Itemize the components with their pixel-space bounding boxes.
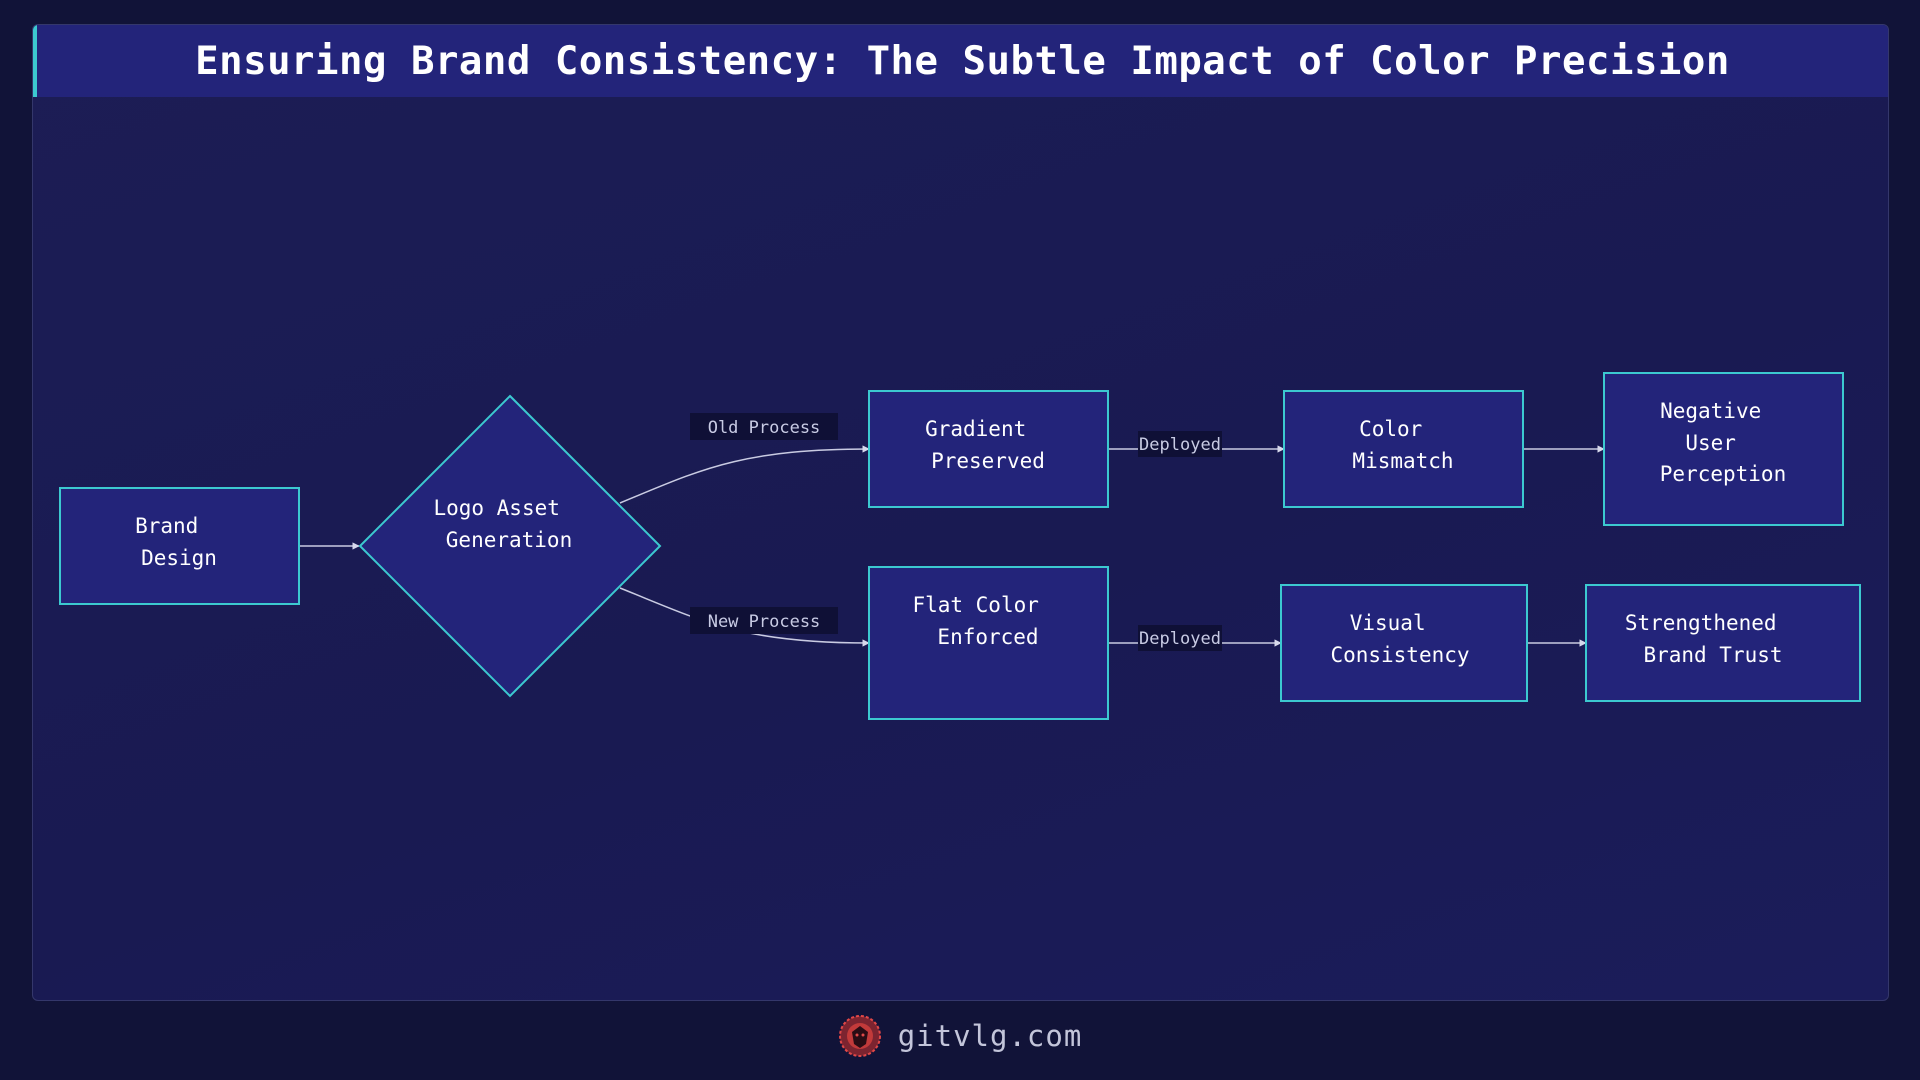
diagram-panel: Ensuring Brand Consistency: The Subtle I… bbox=[32, 24, 1889, 1001]
edge-old-process bbox=[619, 445, 870, 504]
node-trust-label: Strengthened Brand Trust bbox=[1625, 611, 1789, 667]
edge-label-deployed-top: Deployed bbox=[1138, 431, 1222, 457]
node-gradient-preserved bbox=[868, 390, 1109, 508]
page-title: Ensuring Brand Consistency: The Subtle I… bbox=[195, 38, 1730, 84]
node-gradient-label: Gradient Preserved bbox=[925, 417, 1045, 473]
node-negative-user-perception bbox=[1603, 372, 1844, 526]
node-negative-label: Negative User Perception bbox=[1660, 399, 1786, 486]
edge-label-old-process: Old Process bbox=[690, 413, 838, 440]
node-strengthened-brand-trust bbox=[1585, 584, 1861, 702]
node-logo-asset-label: Logo Asset Generation bbox=[433, 496, 572, 552]
node-visual-consistency bbox=[1280, 584, 1528, 702]
edge-label-deployed-bottom: Deployed bbox=[1138, 625, 1222, 651]
edge-label-new-process: New Process bbox=[690, 607, 838, 634]
node-logo-asset-generation bbox=[358, 394, 662, 698]
svg-text:New Process: New Process bbox=[708, 612, 821, 632]
node-brand-design bbox=[59, 487, 300, 605]
footer: gitvlg.com bbox=[0, 1010, 1920, 1062]
footer-site-link[interactable]: gitvlg.com bbox=[897, 1019, 1083, 1053]
node-brand-design-label: Brand Design bbox=[135, 514, 217, 570]
title-bar: Ensuring Brand Consistency: The Subtle I… bbox=[33, 25, 1888, 97]
node-flat-color-label: Flat Color Enforced bbox=[912, 593, 1051, 649]
svg-text:Deployed: Deployed bbox=[1139, 629, 1221, 649]
node-color-mismatch-label: Color Mismatch bbox=[1352, 417, 1453, 473]
node-visual-label: Visual Consistency bbox=[1330, 611, 1469, 667]
svg-text:Old Process: Old Process bbox=[708, 418, 821, 438]
lion-head-logo-icon bbox=[838, 1015, 881, 1057]
node-flat-color-enforced bbox=[868, 566, 1109, 720]
svg-text:Deployed: Deployed bbox=[1139, 435, 1221, 455]
node-color-mismatch bbox=[1283, 390, 1524, 508]
